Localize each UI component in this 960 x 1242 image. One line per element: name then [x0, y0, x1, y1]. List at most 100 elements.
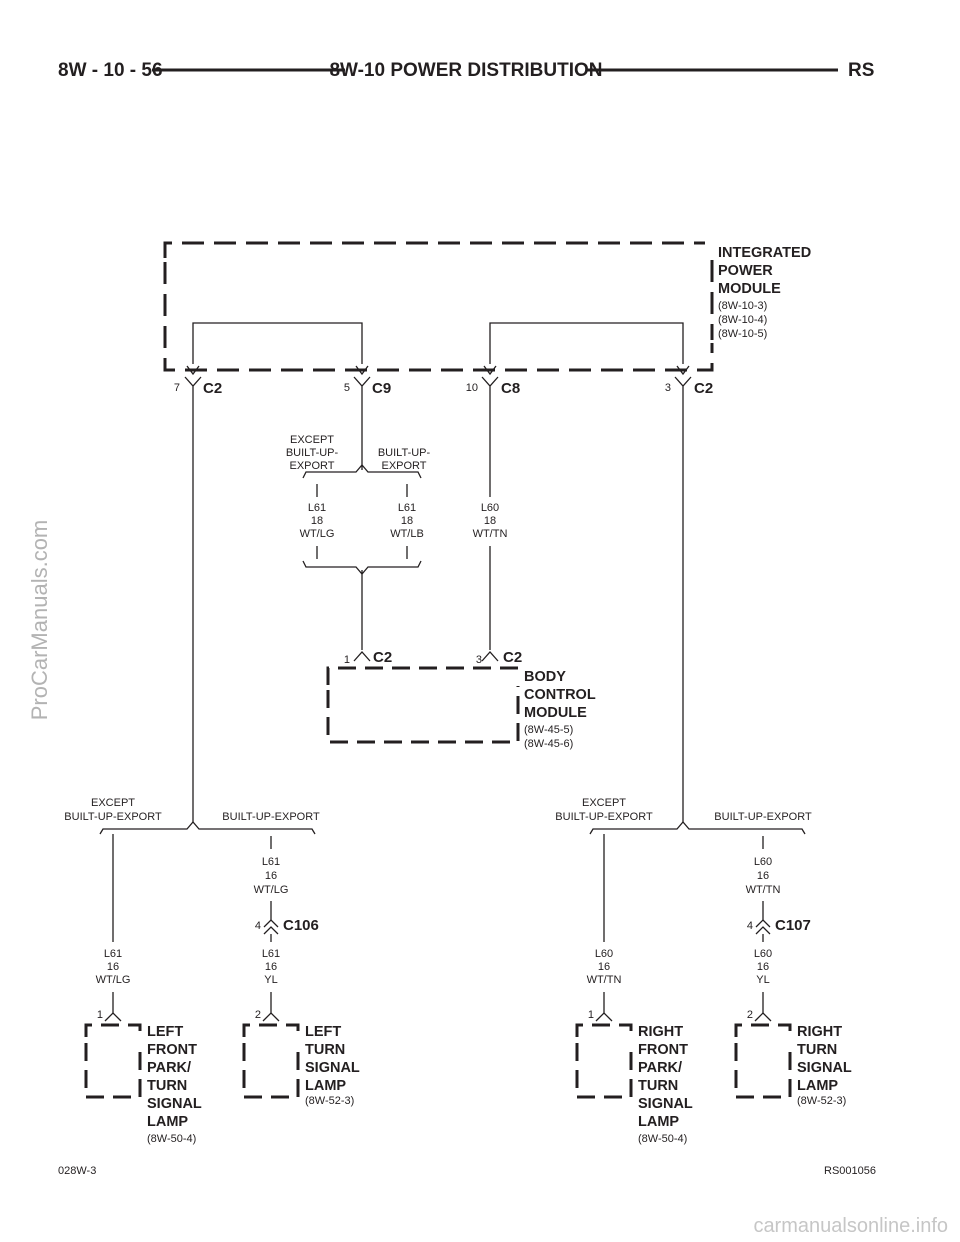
wire-gauge: 16	[107, 961, 119, 973]
lamp-ref: (8W-52-3)	[305, 1095, 354, 1107]
right-lamp-circuit: EXCEPT BUILT-UP-EXPORT BUILT-UP-EXPORT L…	[555, 394, 812, 1013]
wire-color: WT/TN	[587, 974, 622, 986]
inline-connector-icon	[755, 926, 771, 935]
wire-code: L61	[262, 948, 280, 960]
c8-circuit: L60 18 WT/TN	[473, 394, 507, 650]
lamp-outline-top	[575, 1023, 633, 1037]
pin-c107: 4	[747, 920, 753, 932]
lamp-pin: 1	[97, 1009, 103, 1021]
lamp-name: SIGNAL	[797, 1060, 852, 1076]
lamp-name: LEFT	[305, 1024, 341, 1040]
arrow-icon	[355, 365, 369, 376]
lamp-ref: (8W-50-4)	[147, 1133, 196, 1145]
connector-fork-icon	[353, 651, 371, 662]
pin-ipm-c2-left: 7	[174, 382, 180, 394]
connector-icon	[754, 1012, 772, 1022]
ipm-ref-1: (8W-10-3)	[718, 300, 767, 312]
connector-fork-icon	[481, 376, 499, 394]
lamp-right-front-park-turn: 1 RIGHT FRONT PARK/ TURN SIGNAL LAMP (8W…	[575, 1009, 693, 1145]
wire-color: WT/LG	[300, 528, 335, 540]
left-lamp-circuit: EXCEPT BUILT-UP-EXPORT BUILT-UP-EXPORT L…	[64, 394, 320, 1013]
bcm-name-line2: CONTROL	[524, 687, 596, 703]
split-bracket	[99, 821, 316, 835]
lamp-name: RIGHT	[797, 1024, 842, 1040]
pin-bcm-c2-b: 3	[476, 654, 482, 666]
watermark-bottom: carmanualsonline.info	[753, 1215, 948, 1237]
wire-color: WT/LB	[390, 528, 424, 540]
pin-c106: 4	[255, 920, 261, 932]
connector-ipm-c9: C9	[372, 380, 391, 397]
arrow-icon	[676, 365, 690, 376]
wire-code: L61	[262, 856, 280, 868]
branch-label: BUILT-UP-EXPORT	[714, 811, 812, 823]
branch-label: BUILT-UP-EXPORT	[64, 811, 162, 823]
lamp-right-turn-signal: 2 RIGHT TURN SIGNAL LAMP (8W-52-3)	[734, 1009, 852, 1107]
lamp-name: LEFT	[147, 1024, 183, 1040]
wire-gauge: 18	[401, 515, 413, 527]
lamp-left-front-park-turn: 1 LEFT FRONT PARK/ TURN SIGNAL LAMP (8W-…	[84, 1009, 202, 1145]
connector-c106: C106	[283, 917, 319, 934]
inline-connector-icon	[755, 919, 771, 935]
wire-color: YL	[756, 974, 769, 986]
lamp-name: PARK/	[638, 1060, 682, 1076]
lamp-name: LAMP	[638, 1114, 679, 1130]
wire-gauge: 16	[757, 961, 769, 973]
lamp-name: LAMP	[797, 1078, 838, 1094]
connector-icon	[595, 1012, 613, 1022]
lamp-name: RIGHT	[638, 1024, 683, 1040]
lamp-pin: 2	[747, 1009, 753, 1021]
arrow-icon	[483, 365, 497, 376]
lamp-pin: 2	[255, 1009, 261, 1021]
lamp-name: LAMP	[305, 1078, 346, 1094]
pin-bcm-c2-a: 1	[344, 654, 350, 666]
wire-color: WT/TN	[746, 884, 781, 896]
inline-connector-icon	[755, 919, 771, 928]
lamp-name: TURN	[797, 1042, 837, 1058]
wire-gauge: 18	[311, 515, 323, 527]
footer-right-code: RS001056	[824, 1165, 876, 1177]
branch-label: EXCEPT	[290, 434, 334, 446]
body-control-module: 1 C2 3 C2 BODY CONTROL MODULE (8W-45-5) …	[326, 649, 596, 750]
lamp-outline-bottom	[734, 1043, 792, 1099]
lamp-outline-bottom	[242, 1043, 300, 1099]
pin-ipm-c2-right: 3	[665, 382, 671, 394]
wire-code: L61	[104, 948, 122, 960]
integrated-power-module: INTEGRATED POWER MODULE (8W-10-3) (8W-10…	[163, 241, 811, 397]
lamp-name: TURN	[638, 1078, 678, 1094]
lamp-ref: (8W-52-3)	[797, 1095, 846, 1107]
pin-ipm-c8: 10	[466, 382, 478, 394]
branch-label: BUILT-UP-	[286, 447, 339, 459]
lamp-name: TURN	[147, 1078, 187, 1094]
lamp-name: SIGNAL	[305, 1060, 360, 1076]
wire-code: L60	[754, 948, 772, 960]
ipm-ref-2: (8W-10-4)	[718, 314, 767, 326]
branch-label: BUILT-UP-	[378, 447, 431, 459]
inline-connector-icon	[263, 919, 279, 935]
wire-gauge: 16	[757, 870, 769, 882]
branch-label: EXPORT	[289, 460, 334, 472]
connector-bcm-c2-b: C2	[503, 649, 522, 666]
wire-color: WT/LG	[96, 974, 131, 986]
split-bracket	[589, 821, 806, 835]
watermark-side: ProCarManuals.com	[27, 520, 52, 721]
branch-label: EXPORT	[381, 460, 426, 472]
lamp-pin: 1	[588, 1009, 594, 1021]
wire-color: YL	[264, 974, 277, 986]
ipm-internal-bus-right	[489, 322, 684, 364]
connector-ipm-c2-left: C2	[203, 380, 222, 397]
connector-fork-icon	[481, 651, 499, 662]
bcm-ref-1: (8W-45-5)	[524, 724, 573, 736]
lamp-left-turn-signal: 2 LEFT TURN SIGNAL LAMP (8W-52-3)	[242, 1009, 360, 1107]
wire-code: L60	[595, 948, 613, 960]
ipm-name-line2: POWER	[718, 263, 773, 279]
bcm-ref-2: (8W-45-6)	[524, 738, 573, 750]
model-code: RS	[848, 60, 874, 81]
branch-label: BUILT-UP-EXPORT	[222, 811, 320, 823]
wire-code: L61	[308, 502, 326, 514]
inline-connector-icon	[263, 926, 279, 935]
branch-label: EXCEPT	[582, 797, 626, 809]
ipm-name-line1: INTEGRATED	[718, 245, 811, 261]
lamp-name: SIGNAL	[147, 1096, 202, 1112]
